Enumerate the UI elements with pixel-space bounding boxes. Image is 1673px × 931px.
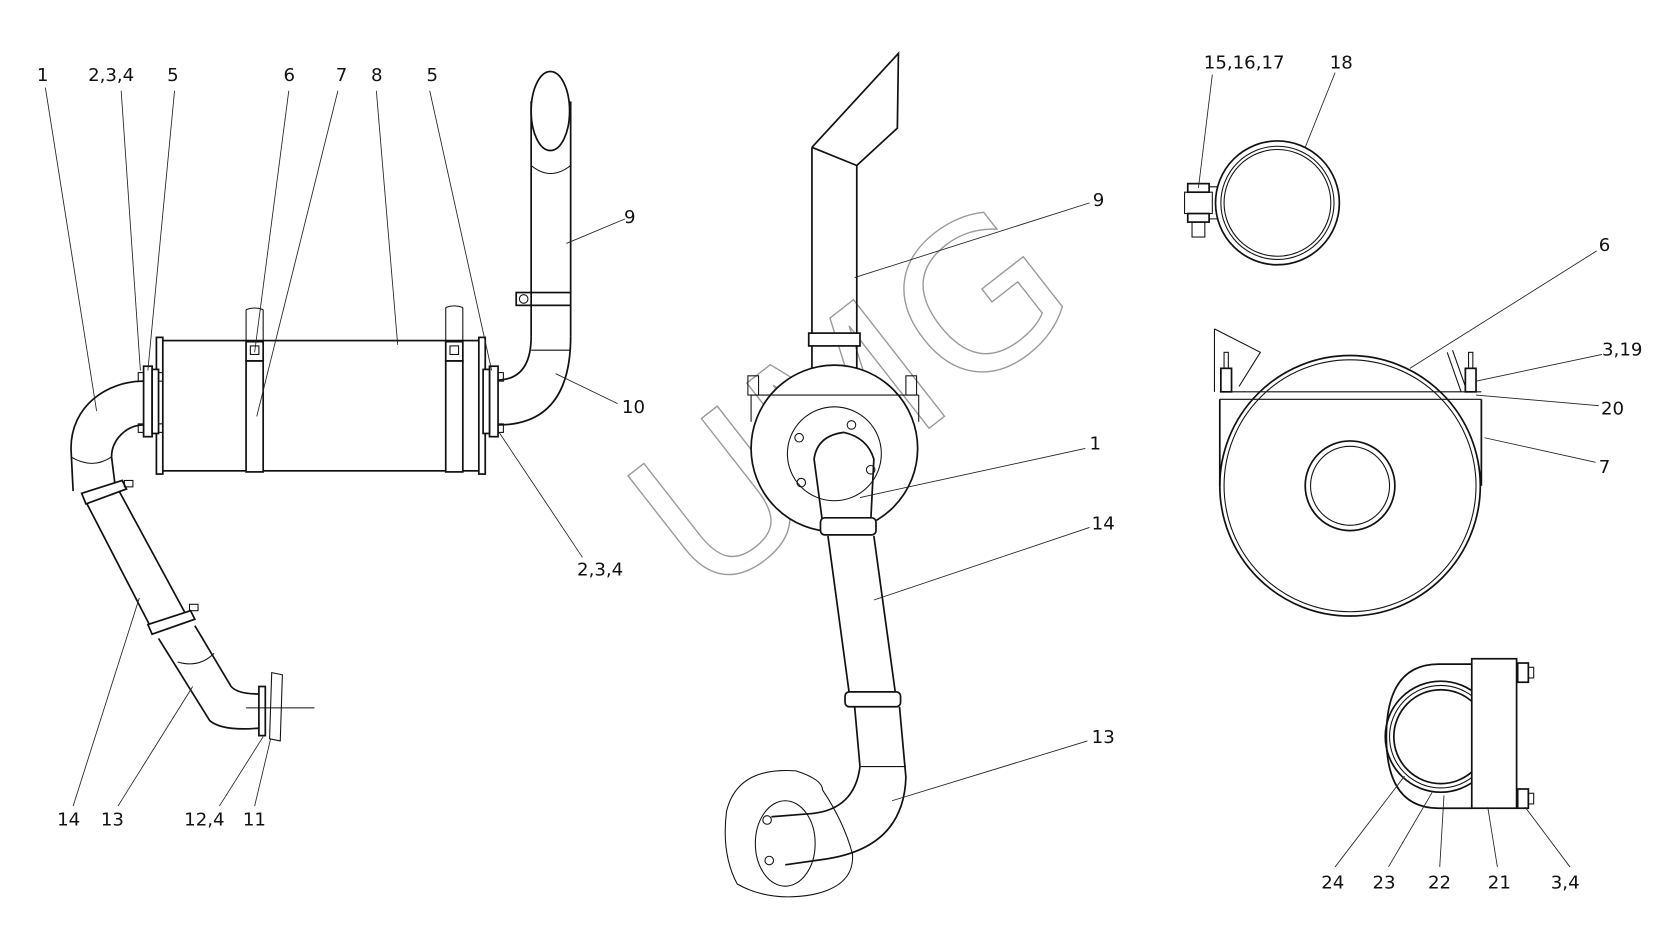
side-view-leaders (44, 87, 626, 807)
callout-label: 7 (1599, 457, 1611, 478)
callout-label: 8 (371, 65, 383, 86)
callout-label: 7 (336, 65, 348, 86)
callout-label: 12,4 (184, 809, 224, 830)
detail-labels: 15,16,17 18 6 3,19 20 7 24 23 22 21 3,4 (1204, 52, 1643, 893)
elbow-pipe-13 (157, 625, 259, 730)
callout-label: 3,19 (1602, 340, 1642, 361)
front-view-labels: 9 1 14 13 (1090, 190, 1115, 748)
callout-label: 5 (427, 65, 439, 86)
callout-label: 20 (1601, 398, 1624, 419)
callout-label: 15,16,17 (1204, 52, 1285, 73)
callout-label: 21 (1488, 872, 1511, 893)
callout-label: 23 (1372, 872, 1395, 893)
callout-label: 13 (1092, 727, 1115, 748)
pipe-14 (80, 479, 199, 636)
callout-label: 1 (1090, 433, 1102, 454)
flange-11 (246, 671, 315, 742)
side-view-labels: 1 2,3,4 5 6 7 8 5 9 10 2,3,4 14 13 12,4 … (37, 65, 645, 830)
elbow-pipe-1 (813, 431, 875, 524)
callout-label: 14 (1092, 514, 1115, 535)
muffler-8 (155, 336, 487, 475)
callout-label: 24 (1321, 872, 1344, 893)
elbow-pipe-10 (498, 336, 572, 426)
callout-label: 9 (624, 207, 636, 228)
muffler-strap-right (444, 305, 464, 473)
callout-label: 18 (1330, 52, 1353, 73)
callout-label: 13 (101, 809, 124, 830)
callout-label: 6 (1599, 235, 1611, 256)
front-view (724, 51, 920, 898)
callout-label: 5 (167, 65, 179, 86)
front-view-leaders (854, 202, 1090, 802)
callout-label: 9 (1093, 190, 1105, 211)
flange-left (137, 365, 164, 438)
muffler-end-detail (1213, 328, 1483, 617)
callout-label: 2,3,4 (88, 65, 134, 86)
elbow-pipe-1 (70, 380, 144, 492)
callout-label: 2,3,4 (577, 559, 623, 580)
engine-outlet-contour (724, 769, 854, 898)
clamp-detail-18 (1184, 140, 1341, 266)
side-view (70, 70, 572, 742)
tailpipe-9 (515, 70, 572, 337)
pipe-14 (827, 535, 897, 695)
flange-right (482, 365, 504, 438)
bracket-clamp-detail (1384, 657, 1535, 810)
muffler-strap-left (245, 307, 265, 473)
callout-label: 10 (622, 397, 645, 418)
callout-label: 6 (283, 65, 295, 86)
callout-label: 22 (1428, 872, 1451, 893)
callout-label: 1 (37, 65, 49, 86)
detail-leaders (1198, 72, 1603, 868)
callout-label: 11 (243, 809, 266, 830)
callout-label: 14 (57, 809, 80, 830)
elbow-pipe-13 (771, 706, 907, 866)
callout-label: 3,4 (1551, 872, 1580, 893)
